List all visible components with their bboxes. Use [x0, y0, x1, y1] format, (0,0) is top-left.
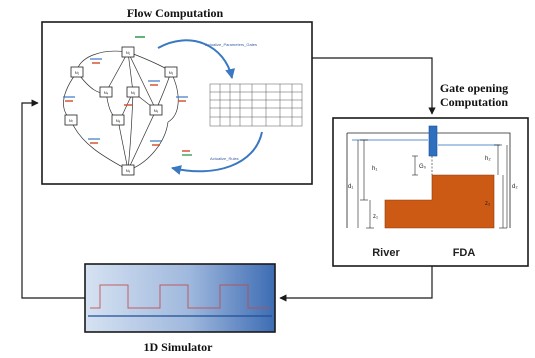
- gate-computation-box: h₁ d₁ z₁ G₀ h₂ d₂ z₂ River FDA: [332, 117, 529, 267]
- parameter-table: [209, 83, 303, 127]
- d1-label: d₁: [348, 184, 353, 190]
- simulator-to-flow-arrow: [21, 99, 85, 299]
- g0-label: G₀: [419, 164, 427, 170]
- network-node: N₈: [111, 114, 125, 126]
- z1-label: z₁: [373, 214, 378, 220]
- svg-text:N₂: N₂: [75, 70, 80, 75]
- svg-text:N₁: N₁: [126, 50, 131, 55]
- actualize-rules-label: Actualize_Rules: [210, 156, 239, 161]
- svg-text:N₄: N₄: [104, 90, 109, 95]
- svg-text:N₇: N₇: [69, 118, 74, 123]
- actualize-gates-label: Actualize_Parameters_Gates: [205, 42, 257, 47]
- flow-computation-title: Flow Computation: [127, 6, 224, 20]
- gate-computation-title-line1: Gate opening: [440, 81, 508, 95]
- network-node: N₃: [164, 66, 178, 78]
- simulator-title: 1D Simulator: [144, 340, 214, 354]
- gate-leaf: [428, 125, 438, 157]
- flow-to-gate-arrow: [312, 57, 436, 115]
- network-node: N₂: [70, 66, 84, 78]
- edge-annotations: [63, 36, 192, 156]
- d2-label: d₂: [512, 184, 518, 190]
- network-node: N₄: [99, 86, 113, 98]
- z2-label: z₂: [485, 201, 491, 207]
- svg-text:N₃: N₃: [169, 70, 174, 75]
- simulator-box: [84, 263, 276, 333]
- river-label: River: [372, 247, 400, 259]
- actualize-gates-arrow: [157, 39, 236, 79]
- fda-label: FDA: [453, 247, 476, 259]
- network-node: N₁: [121, 46, 135, 58]
- network-node: N₉: [121, 164, 135, 176]
- network-nodes: N₁ N₂ N₃ N₄ N₅ N₆: [64, 46, 178, 176]
- actualize-rules-arrow: [171, 131, 263, 175]
- h2-label: h₂: [485, 156, 491, 162]
- gate-to-simulator-arrow: [279, 266, 433, 302]
- gate-computation-title-line2: Computation: [440, 95, 508, 109]
- svg-text:N₆: N₆: [154, 108, 159, 113]
- h1-label: h₁: [372, 166, 377, 172]
- network-node: N₆: [149, 104, 163, 116]
- flow-computation-box: N₁ N₂ N₃ N₄ N₅ N₆: [41, 21, 313, 185]
- svg-text:N₉: N₉: [126, 168, 131, 173]
- svg-text:N₈: N₈: [116, 118, 121, 123]
- svg-text:N₅: N₅: [131, 90, 136, 95]
- network-node: N₇: [64, 114, 78, 126]
- network-node: N₅: [126, 86, 140, 98]
